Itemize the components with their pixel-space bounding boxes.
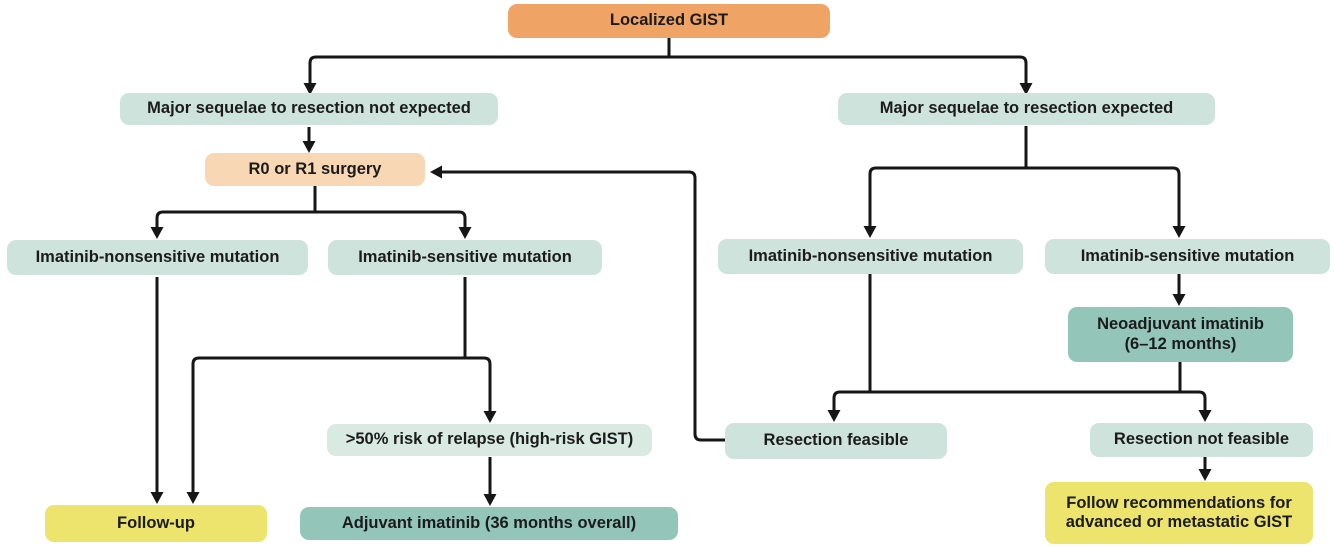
node-resection-feasible: Resection feasible <box>725 423 947 459</box>
connector-line <box>191 356 492 497</box>
node-imatinib-sensitive-left: Imatinib-sensitive mutation <box>328 240 602 275</box>
node-label-line1: Neoadjuvant imatinib <box>1097 315 1264 334</box>
node-label: Major sequelae to resection not expected <box>147 99 471 118</box>
node-label: Follow-up <box>117 513 195 532</box>
node-label-line2: advanced or metastatic GIST <box>1065 513 1293 531</box>
node-label: Imatinib-sensitive mutation <box>1080 246 1295 265</box>
node-follow-recommendations: Follow recommendations for advanced or m… <box>1045 482 1313 544</box>
node-follow-up: Follow-up <box>45 505 267 542</box>
node-imatinib-nonsensitive-right: Imatinib-nonsensitive mutation <box>718 239 1023 274</box>
node-resection-not-feasible: Resection not feasible <box>1090 423 1313 457</box>
node-label: R0 or R1 surgery <box>248 159 382 178</box>
arrowheads <box>150 83 1212 506</box>
node-adjuvant-imatinib: Adjuvant imatinib (36 months overall) <box>300 507 678 540</box>
connector-line <box>308 55 1028 92</box>
node-label: Adjuvant imatinib (36 months overall) <box>341 513 637 532</box>
node-imatinib-sensitive-right: Imatinib-sensitive mutation <box>1045 239 1330 274</box>
node-neoadjuvant-imatinib: Neoadjuvant imatinib (6–12 months) <box>1068 307 1293 362</box>
node-label: Imatinib-sensitive mutation <box>358 247 572 266</box>
node-localized-gist: Localized GIST <box>508 4 830 38</box>
connector-line <box>868 166 1181 231</box>
node-imatinib-nonsensitive-left: Imatinib-nonsensitive mutation <box>7 240 308 275</box>
node-label: Major sequelae to resection expected <box>879 99 1174 118</box>
node-label: Resection feasible <box>763 431 909 450</box>
node-label: Resection not feasible <box>1113 430 1290 449</box>
node-risk-of-relapse: >50% risk of relapse (high-risk GIST) <box>327 424 652 456</box>
connector-line <box>437 170 725 442</box>
node-major-sequelae-not-expected: Major sequelae to resection not expected <box>120 93 498 125</box>
node-label: Localized GIST <box>609 11 729 30</box>
node-label-line1: Follow recommendations for <box>1066 493 1292 512</box>
node-r0-r1-surgery: R0 or R1 surgery <box>205 153 425 186</box>
node-label-line2: (6–12 months) <box>1124 334 1237 353</box>
connector-line <box>832 390 1207 415</box>
node-label: Imatinib-nonsensitive mutation <box>35 247 280 266</box>
node-label: Imatinib-nonsensitive mutation <box>748 246 993 265</box>
node-major-sequelae-expected: Major sequelae to resection expected <box>838 93 1215 125</box>
node-label: >50% risk of relapse (high-risk GIST) <box>345 430 634 449</box>
connector-line <box>155 210 467 232</box>
